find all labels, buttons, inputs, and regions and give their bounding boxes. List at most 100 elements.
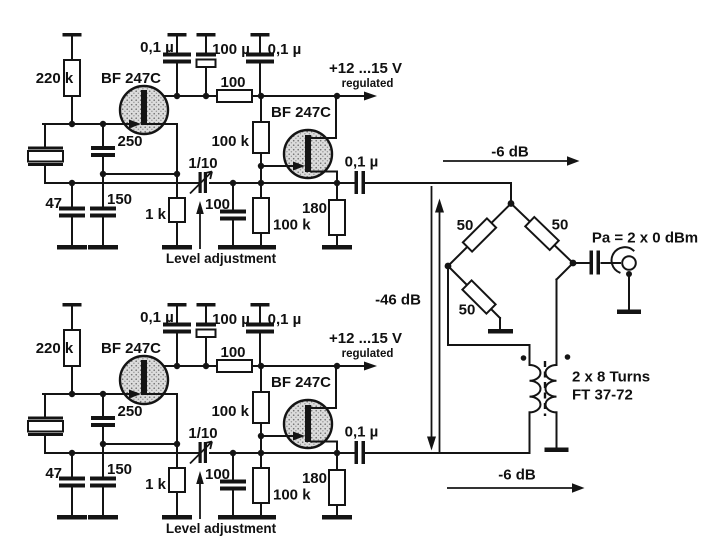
oscillator-stage-bottom: 220 k 0,1 µ 100 µ 0,1 µ [27, 303, 426, 536]
capacitor-250-label: 250 [118, 133, 143, 150]
capacitor-150: 150 [88, 173, 132, 250]
transistor-q1-label: BF 247C [101, 340, 161, 357]
trimmer-capacitor: 1/10 [188, 155, 218, 195]
supply-voltage-label: +12 ...15 V [329, 330, 402, 347]
crystal [27, 393, 64, 454]
capacitor-47: 47 [45, 182, 87, 250]
primary-winding [528, 363, 542, 414]
capacitor-150: 150 [88, 443, 132, 520]
resistor-50-right-label: 50 [552, 217, 569, 234]
level-adjustment-label: Level adjustment [166, 521, 277, 536]
oscillator-stage-top: 220 k 0,1 µ 100 µ 0,1 µ [27, 33, 426, 266]
capacitor-100: 100 [205, 182, 248, 250]
capacitor-100: 100 [205, 452, 248, 520]
hybrid-combiner: -6 dB -6 dB -46 dB 50 [375, 144, 698, 493]
resistor-220k-label: 220 k [36, 70, 74, 87]
capacitor-bypass-left-label: 0,1 µ [140, 39, 174, 56]
transformer-core-label: FT 37-72 [572, 387, 633, 404]
attenuation-bottom-annotation: -6 dB [447, 467, 585, 493]
resistor-100k-lower-label: 100 k [273, 487, 311, 504]
resistor-100-label: 100 [220, 344, 245, 361]
transformer-turns-label: 2 x 8 Turns [572, 369, 650, 386]
capacitor-100-label: 100 [205, 196, 230, 213]
capacitor-bypass-right-label: 0,1 µ [268, 41, 302, 58]
level-adjustment-annotation: Level adjustment [166, 201, 277, 266]
capacitor-100-label: 100 [205, 466, 230, 483]
transistor-q2-label: BF 247C [271, 104, 331, 121]
capacitor-150-label: 150 [107, 461, 132, 478]
supply-rail: 100 +12 ...15 V regulated [146, 330, 402, 373]
resistor-50-lower-label: 50 [459, 302, 476, 319]
supply-regulated-label: regulated [342, 78, 394, 90]
capacitor-bypass-right: 0,1 µ [246, 33, 302, 97]
bridge-network: 50 50 50 [444, 200, 577, 334]
phase-dot-right [564, 354, 571, 360]
transistor-q2: BF 247C [260, 95, 338, 184]
coupling-bus [44, 449, 341, 457]
coax-connector-icon [621, 255, 637, 271]
capacitor-250: 250 [91, 123, 143, 175]
source-network [68, 390, 181, 469]
capacitor-bypass-right: 0,1 µ [246, 303, 302, 367]
capacitor-250-label: 250 [118, 403, 143, 420]
attenuation-top-label: -6 dB [491, 144, 529, 161]
trimmer-label: 1/10 [188, 155, 217, 172]
capacitor-output: 0,1 µ [336, 154, 426, 194]
supply-rail: 100 +12 ...15 V regulated [146, 60, 402, 103]
capacitor-electrolytic-100u: 100 µ [195, 33, 250, 97]
crystal [27, 123, 64, 184]
level-adjustment-label: Level adjustment [166, 251, 277, 266]
capacitor-bypass-left-label: 0,1 µ [140, 309, 174, 326]
resistor-220k-label: 220 k [36, 340, 74, 357]
output-transformer: 2 x 8 Turns FT 37-72 [447, 261, 650, 454]
isolation-annotation: -46 dB [375, 186, 444, 452]
resistor-50-left-label: 50 [457, 217, 474, 234]
resistor-50-right [523, 215, 561, 252]
resistor-100k-upper-label: 100 k [211, 403, 249, 420]
capacitor-electrolytic-100u: 100 µ [195, 303, 250, 367]
resistor-100k-lower-label: 100 k [273, 217, 311, 234]
resistor-1k: 1 k [145, 197, 192, 250]
top-stage-link [424, 182, 512, 202]
resistor-220k: 220 k [36, 303, 82, 395]
attenuation-top-annotation: -6 dB [443, 144, 580, 166]
resistor-divider-100k: 100 k 100 k [211, 365, 311, 520]
resistor-divider-100k: 100 k 100 k [211, 95, 311, 250]
resistor-100k-upper-label: 100 k [211, 133, 249, 150]
capacitor-bypass-left: 0,1 µ [140, 33, 191, 97]
resistor-100-label: 100 [220, 74, 245, 91]
resistor-1k-label: 1 k [145, 206, 167, 223]
capacitor-output-label: 0,1 µ [345, 154, 379, 171]
resistor-220k: 220 k [36, 33, 82, 125]
trimmer-label: 1/10 [188, 425, 217, 442]
capacitor-47-label: 47 [45, 465, 62, 482]
resistor-180-label: 180 [302, 200, 327, 217]
transistor-q1-label: BF 247C [101, 70, 161, 87]
level-adjustment-annotation: Level adjustment [166, 471, 277, 536]
attenuation-bottom-label: -6 dB [498, 467, 536, 484]
transistor-q2-label: BF 247C [271, 374, 331, 391]
capacitor-bypass-left: 0,1 µ [140, 303, 191, 367]
capacitor-100u-label: 100 µ [212, 311, 250, 328]
supply-regulated-label: regulated [342, 348, 394, 360]
resistor-50-lower [460, 278, 498, 316]
resistor-1k: 1 k [145, 467, 192, 520]
resistor-180: 180 [302, 182, 352, 250]
capacitor-250: 250 [91, 393, 143, 445]
resistor-1k-label: 1 k [145, 476, 167, 493]
resistor-50-left [461, 216, 498, 254]
resistor-180-label: 180 [302, 470, 327, 487]
capacitor-150-label: 150 [107, 191, 132, 208]
isolation-label: -46 dB [375, 292, 421, 309]
capacitor-bypass-right-label: 0,1 µ [268, 311, 302, 328]
output-power-label: Pa = 2 x 0 dBm [592, 230, 698, 247]
phase-dot-left [520, 355, 527, 361]
secondary-winding [544, 363, 558, 414]
transistor-q1: BF 247C [42, 70, 178, 136]
capacitor-output-label: 0,1 µ [345, 424, 379, 441]
trimmer-capacitor: 1/10 [188, 425, 218, 465]
transistor-q1: BF 247C [42, 340, 178, 406]
output-port: Pa = 2 x 0 dBm [572, 230, 698, 314]
